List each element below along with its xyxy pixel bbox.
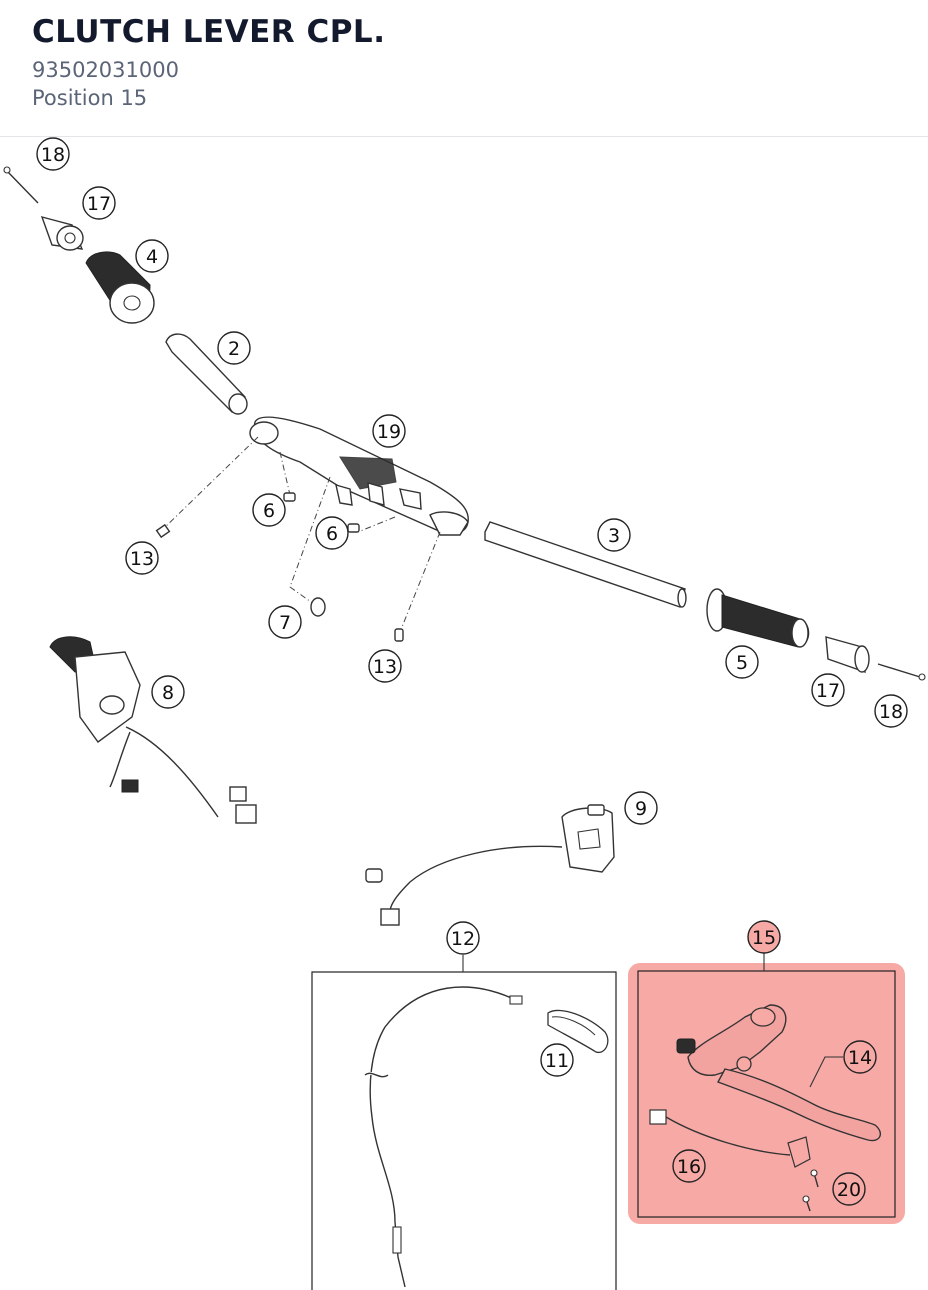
handlebar-tube-3[interactable] [484,521,687,608]
callout-13-right[interactable]: 13 [368,649,402,683]
svg-text:3: 3 [608,525,620,547]
callout-17-top-left[interactable]: 17 [82,186,116,220]
svg-text:16: 16 [677,1156,701,1178]
group-box-15 [637,970,896,1218]
callout-14[interactable]: 14 [843,1040,877,1074]
callout-4[interactable]: 4 [135,239,169,273]
svg-text:13: 13 [130,548,154,570]
part-number: 93502031000 [32,58,179,82]
callout-18-top-left[interactable]: 18 [36,137,70,171]
bar-end-17-right[interactable] [825,636,870,674]
callout-11[interactable]: 11 [540,1043,574,1077]
clutch-switch-wire[interactable] [649,1109,811,1168]
svg-text:14: 14 [848,1047,872,1069]
svg-text:19: 19 [377,421,401,443]
group-box-12 [311,971,617,1290]
callout-2[interactable]: 2 [217,331,251,365]
control-switch-9[interactable] [365,804,615,926]
grip-4-left[interactable] [85,251,155,324]
clutch-cable[interactable] [364,986,523,1288]
exploded-parts-diagram: 18 17 4 2 19 6 6 13 7 13 3 5 [3,137,926,1290]
callout-6-right[interactable]: 6 [315,516,349,550]
throttle-tube-2[interactable] [165,333,248,415]
svg-text:18: 18 [41,144,65,166]
clutch-lever-assembly[interactable] [676,1004,882,1142]
callout-12[interactable]: 12 [446,921,480,955]
svg-text:17: 17 [816,680,840,702]
callout-16[interactable]: 16 [672,1149,706,1183]
callout-5[interactable]: 5 [725,645,759,679]
bolt-18-right[interactable] [877,663,926,681]
callout-15-highlighted[interactable]: 15 [747,920,781,954]
dash-line-7 [289,476,331,608]
leader-14 [809,1056,843,1088]
bolt-18-left[interactable] [3,166,39,204]
svg-text:4: 4 [146,246,158,268]
bar-end-17-left[interactable] [40,215,84,251]
screw-13-right[interactable] [394,628,404,642]
callout-17-right[interactable]: 17 [811,673,845,707]
svg-text:17: 17 [87,193,111,215]
callout-19[interactable]: 19 [372,414,406,448]
lever-cover-11[interactable] [547,1009,609,1054]
grip-5-right[interactable] [706,588,810,648]
screw-6a[interactable] [283,492,296,502]
callout-9[interactable]: 9 [624,791,658,825]
callout-3[interactable]: 3 [597,518,631,552]
callout-7[interactable]: 7 [268,605,302,639]
throttle-switch-8[interactable] [49,636,257,824]
svg-text:18: 18 [879,701,903,723]
svg-text:7: 7 [279,612,291,634]
dash-line-13b [399,531,441,633]
svg-text:11: 11 [545,1050,569,1072]
svg-text:9: 9 [635,798,647,820]
callout-20[interactable]: 20 [832,1172,866,1206]
position-label: Position 15 [32,86,148,110]
svg-text:5: 5 [736,652,748,674]
callout-13-left[interactable]: 13 [125,541,159,575]
svg-text:8: 8 [162,682,174,704]
screws-20[interactable] [802,1169,819,1212]
dash-line-6a [279,451,291,496]
page-header: CLUTCH LEVER CPL. 93502031000 Position 1… [0,0,928,137]
screw-6b[interactable] [347,523,360,533]
svg-text:6: 6 [326,523,338,545]
callout-18-right[interactable]: 18 [874,694,908,728]
svg-text:12: 12 [451,928,475,950]
callout-6-left[interactable]: 6 [252,493,286,527]
page-title: CLUTCH LEVER CPL. [32,14,386,50]
screw-13-left[interactable] [155,523,171,539]
callout-8[interactable]: 8 [151,675,185,709]
svg-text:6: 6 [263,500,275,522]
svg-text:20: 20 [837,1179,861,1201]
svg-text:13: 13 [373,656,397,678]
svg-text:15: 15 [752,927,776,949]
svg-text:2: 2 [228,338,240,360]
screw-7[interactable] [310,597,326,617]
dash-line-6b [357,516,396,533]
dash-line-13a [159,436,259,533]
handlebar-clamp-19[interactable] [249,416,469,536]
